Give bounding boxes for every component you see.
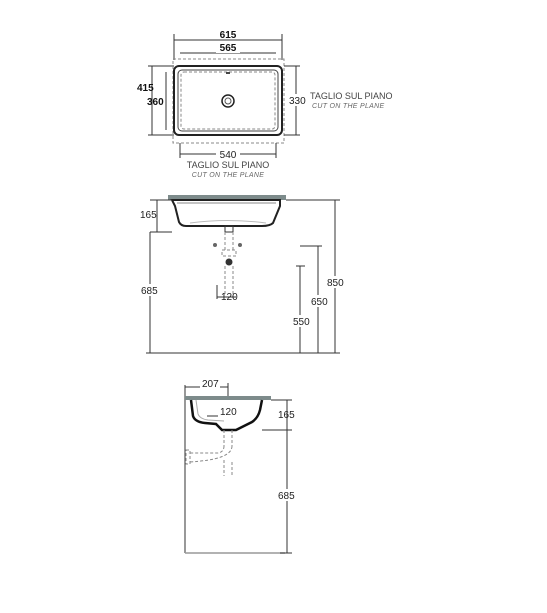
- trap-bolt-left-icon: [213, 243, 217, 247]
- dim-wall-distance: 207: [185, 378, 229, 396]
- dim-330-label: 330: [289, 96, 306, 107]
- drain-icon: [221, 94, 235, 108]
- dim-685-front-label: 685: [141, 286, 158, 297]
- dim-floor-to-drain-front: 685: [140, 232, 162, 354]
- side-countertop: [185, 396, 271, 400]
- side-view: 207 120 165 685: [184, 378, 297, 554]
- cut-label-it-right: TAGLIO SUL PIANO: [310, 91, 393, 101]
- dim-615-label: 615: [220, 30, 237, 41]
- dim-cut-depth: 330: [284, 65, 306, 136]
- basin-side-profile: [189, 399, 264, 432]
- dim-inner-width: 565: [180, 43, 276, 54]
- dim-drain-width: 120: [216, 285, 238, 303]
- dim-cut-width: 540: [179, 143, 277, 161]
- dim-165-side-label: 165: [278, 410, 295, 421]
- dim-overall-depth: 415: [137, 65, 174, 136]
- sink-inner-rim: [177, 69, 279, 132]
- dim-550: 550: [292, 265, 312, 353]
- trap-outlet-icon: [225, 258, 233, 266]
- dim-360-label: 360: [147, 97, 164, 108]
- dim-basin-height-side: 165: [262, 399, 295, 431]
- dim-565-label: 565: [220, 43, 237, 54]
- dim-685-side-label: 685: [278, 491, 295, 502]
- cut-label-en-right: CUT ON THE PLANE: [312, 103, 385, 110]
- dim-120-front-label: 120: [221, 292, 238, 303]
- top-view: 615 565 415 360: [137, 29, 393, 179]
- dim-207-label: 207: [202, 379, 219, 390]
- drain-inner-icon: [224, 97, 232, 105]
- cut-label-en-bottom: CUT ON THE PLANE: [192, 172, 265, 179]
- overflow-icon: [226, 72, 230, 74]
- dim-inner-depth: 360: [147, 72, 167, 130]
- basin-front-body: [170, 199, 281, 227]
- dim-650-label: 650: [311, 297, 328, 308]
- dim-650: 650: [300, 245, 330, 353]
- dim-850-label: 850: [327, 278, 344, 289]
- dim-120-side-label: 120: [220, 407, 237, 418]
- dim-drain-offset: 120: [207, 406, 240, 418]
- cut-label-it-bottom: TAGLIO SUL PIANO: [187, 160, 270, 170]
- dim-floor-to-drain-side: 685: [277, 430, 297, 554]
- trap-bolt-right-icon: [238, 243, 242, 247]
- countertop: [168, 195, 286, 200]
- dim-550-label: 550: [293, 317, 310, 328]
- sink-bowl-outline: [180, 71, 276, 130]
- drain-neck: [224, 225, 234, 233]
- dim-overall-width: 615: [173, 29, 283, 60]
- dim-165-front-label: 165: [140, 210, 157, 221]
- dim-540-label: 540: [220, 150, 237, 161]
- dim-basin-height-front: 165: [140, 199, 172, 233]
- dim-850: 850: [286, 199, 346, 354]
- front-view: 120 165 685 850: [140, 195, 346, 354]
- sink-outer-rim: [173, 65, 283, 136]
- dim-415-label: 415: [137, 83, 154, 94]
